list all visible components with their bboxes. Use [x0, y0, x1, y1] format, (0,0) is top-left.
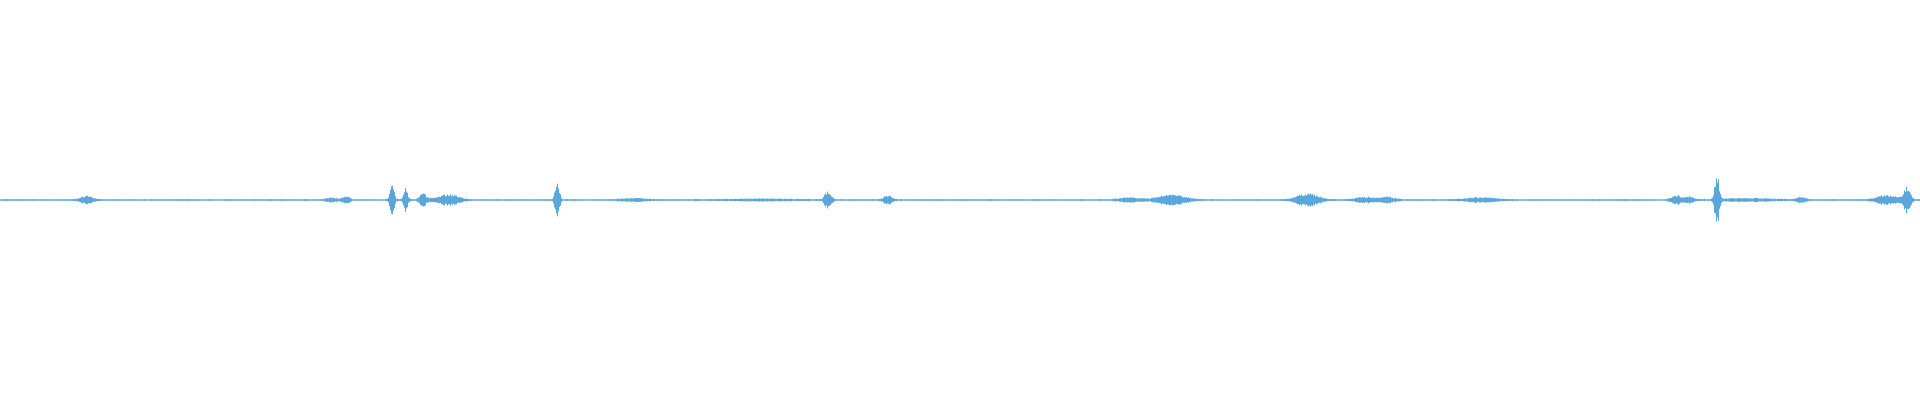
waveform-trace: [0, 178, 1920, 222]
